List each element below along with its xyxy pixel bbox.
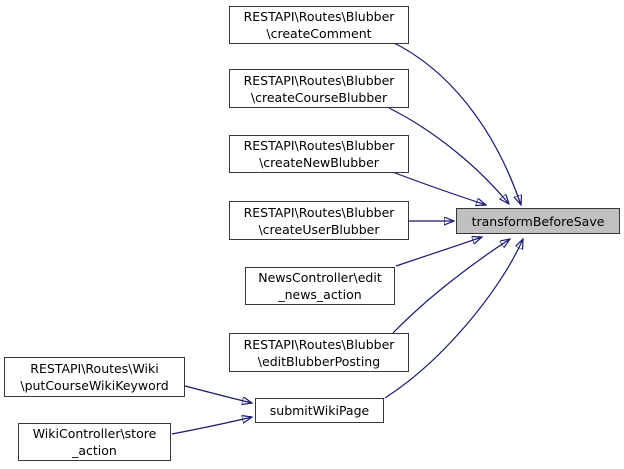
node-createUserBlubber-label: RESTAPI\Routes\Blubber \createUserBlubbe… [243, 204, 395, 237]
edge-store_action-to-submitWikiPage [171, 417, 252, 435]
node-createComment-label: RESTAPI\Routes\Blubber \createComment [243, 9, 395, 41]
node-submitWikiPage-label: submitWikiPage [269, 403, 370, 418]
edge-putCourseWikiKeyword-to-submitWikiPage [184, 385, 252, 403]
node-store-action[interactable]: WikiController\store _action [18, 423, 171, 461]
node-createNewBlubber-label: RESTAPI\Routes\Blubber \createNewBlubber [243, 138, 395, 170]
node-createUserBlubber[interactable]: RESTAPI\Routes\Blubber \createUserBlubbe… [229, 201, 409, 240]
node-createNewBlubber[interactable]: RESTAPI\Routes\Blubber \createNewBlubber [229, 135, 409, 173]
node-submitWikiPage[interactable]: submitWikiPage [255, 398, 384, 423]
node-edit-news-action-label: NewsController\edit _news_action [258, 270, 382, 302]
node-createCourseBlubber[interactable]: RESTAPI\Routes\Blubber \createCourseBlub… [229, 69, 409, 108]
node-putCourseWikiKeyword[interactable]: RESTAPI\Routes\Wiki \putCourseWikiKeywor… [4, 357, 185, 397]
node-store-action-label: WikiController\store _action [32, 426, 157, 458]
node-createCourseBlubber-label: RESTAPI\Routes\Blubber \createCourseBlub… [243, 72, 395, 105]
node-editBlubberPosting[interactable]: RESTAPI\Routes\Blubber \editBlubberPosti… [229, 333, 409, 372]
edge-editBlubberPosting-to-transformBeforeSave [392, 239, 510, 334]
node-edit-news-action[interactable]: NewsController\edit _news_action [245, 267, 395, 305]
edge-edit_news_action-to-transformBeforeSave [395, 237, 482, 267]
node-editBlubberPosting-label: RESTAPI\Routes\Blubber \editBlubberPosti… [243, 336, 395, 369]
node-putCourseWikiKeyword-label: RESTAPI\Routes\Wiki \putCourseWikiKeywor… [20, 361, 169, 393]
node-transformBeforeSave-label: transformBeforeSave [471, 213, 605, 229]
edge-createNewBlubber-to-transformBeforeSave [389, 170, 486, 205]
edge-submitWikiPage-to-transformBeforeSave [384, 239, 523, 399]
edge-createCourseBlubber-to-transformBeforeSave [388, 107, 509, 204]
node-createComment[interactable]: RESTAPI\Routes\Blubber \createComment [229, 6, 409, 44]
edge-createComment-to-transformBeforeSave [389, 40, 521, 205]
node-transformBeforeSave: transformBeforeSave [456, 208, 620, 234]
